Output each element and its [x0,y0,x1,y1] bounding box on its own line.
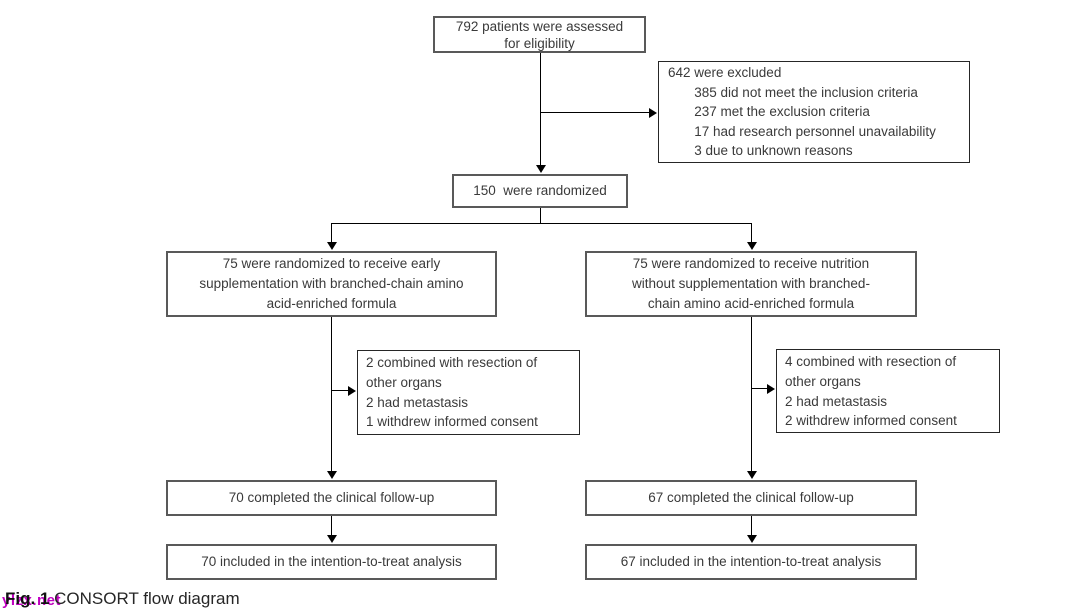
arrowhead-into-left-completed [327,471,337,479]
box-excluded: 642 were excluded 385 did not meet the i… [658,61,970,163]
arrowhead-into-right-completed [747,471,757,479]
connector-left-arm-to-completed [331,317,333,472]
arrowhead-into-left-dropout [348,386,356,396]
arrowhead-into-randomized [536,165,546,173]
connector-randomized-stem [540,208,542,224]
connector-right-arm-to-completed [751,317,753,472]
box-right-completed-followup: 67 completed the clinical follow-up [585,480,917,516]
site-watermark: ylzx.net [2,592,62,609]
box-right-arm-no-supplementation: 75 were randomized to receive nutrition … [585,251,917,317]
box-right-dropout: 4 combined with resection of other organ… [776,349,1000,433]
connector-left-completed-to-itt [331,516,333,537]
connector-eligibility-to-randomized [540,53,542,167]
box-left-arm-bcaa-supplementation: 75 were randomized to receive early supp… [166,251,497,317]
figure-caption-text: CONSORT flow diagram [49,589,240,608]
box-left-dropout: 2 combined with resection of other organ… [357,350,580,435]
connector-branch-horizontal [331,223,752,225]
box-left-completed-followup: 70 completed the clinical follow-up [166,480,497,516]
figure-caption: Fig. 1 CONSORT flow diagram [5,589,240,609]
connector-branch-right [751,223,753,243]
connector-to-right-dropout [751,388,768,390]
connector-right-completed-to-itt [751,516,753,537]
box-assessed-eligibility: 792 patients were assessed for eligibili… [433,16,646,53]
connector-branch-left [331,223,333,243]
arrowhead-into-right-dropout [767,384,775,394]
box-randomized: 150 were randomized [452,174,628,208]
arrowhead-into-right-itt [747,535,757,543]
figure-caption-label: Fig. 1 [5,589,50,608]
arrowhead-into-excluded [649,108,657,118]
arrowhead-into-left-arm [327,242,337,250]
box-left-itt-analysis: 70 included in the intention-to-treat an… [166,544,497,580]
connector-to-excluded [540,112,650,114]
box-right-itt-analysis: 67 included in the intention-to-treat an… [585,544,917,580]
arrowhead-into-left-itt [327,535,337,543]
connector-to-left-dropout [331,390,349,392]
arrowhead-into-right-arm [747,242,757,250]
